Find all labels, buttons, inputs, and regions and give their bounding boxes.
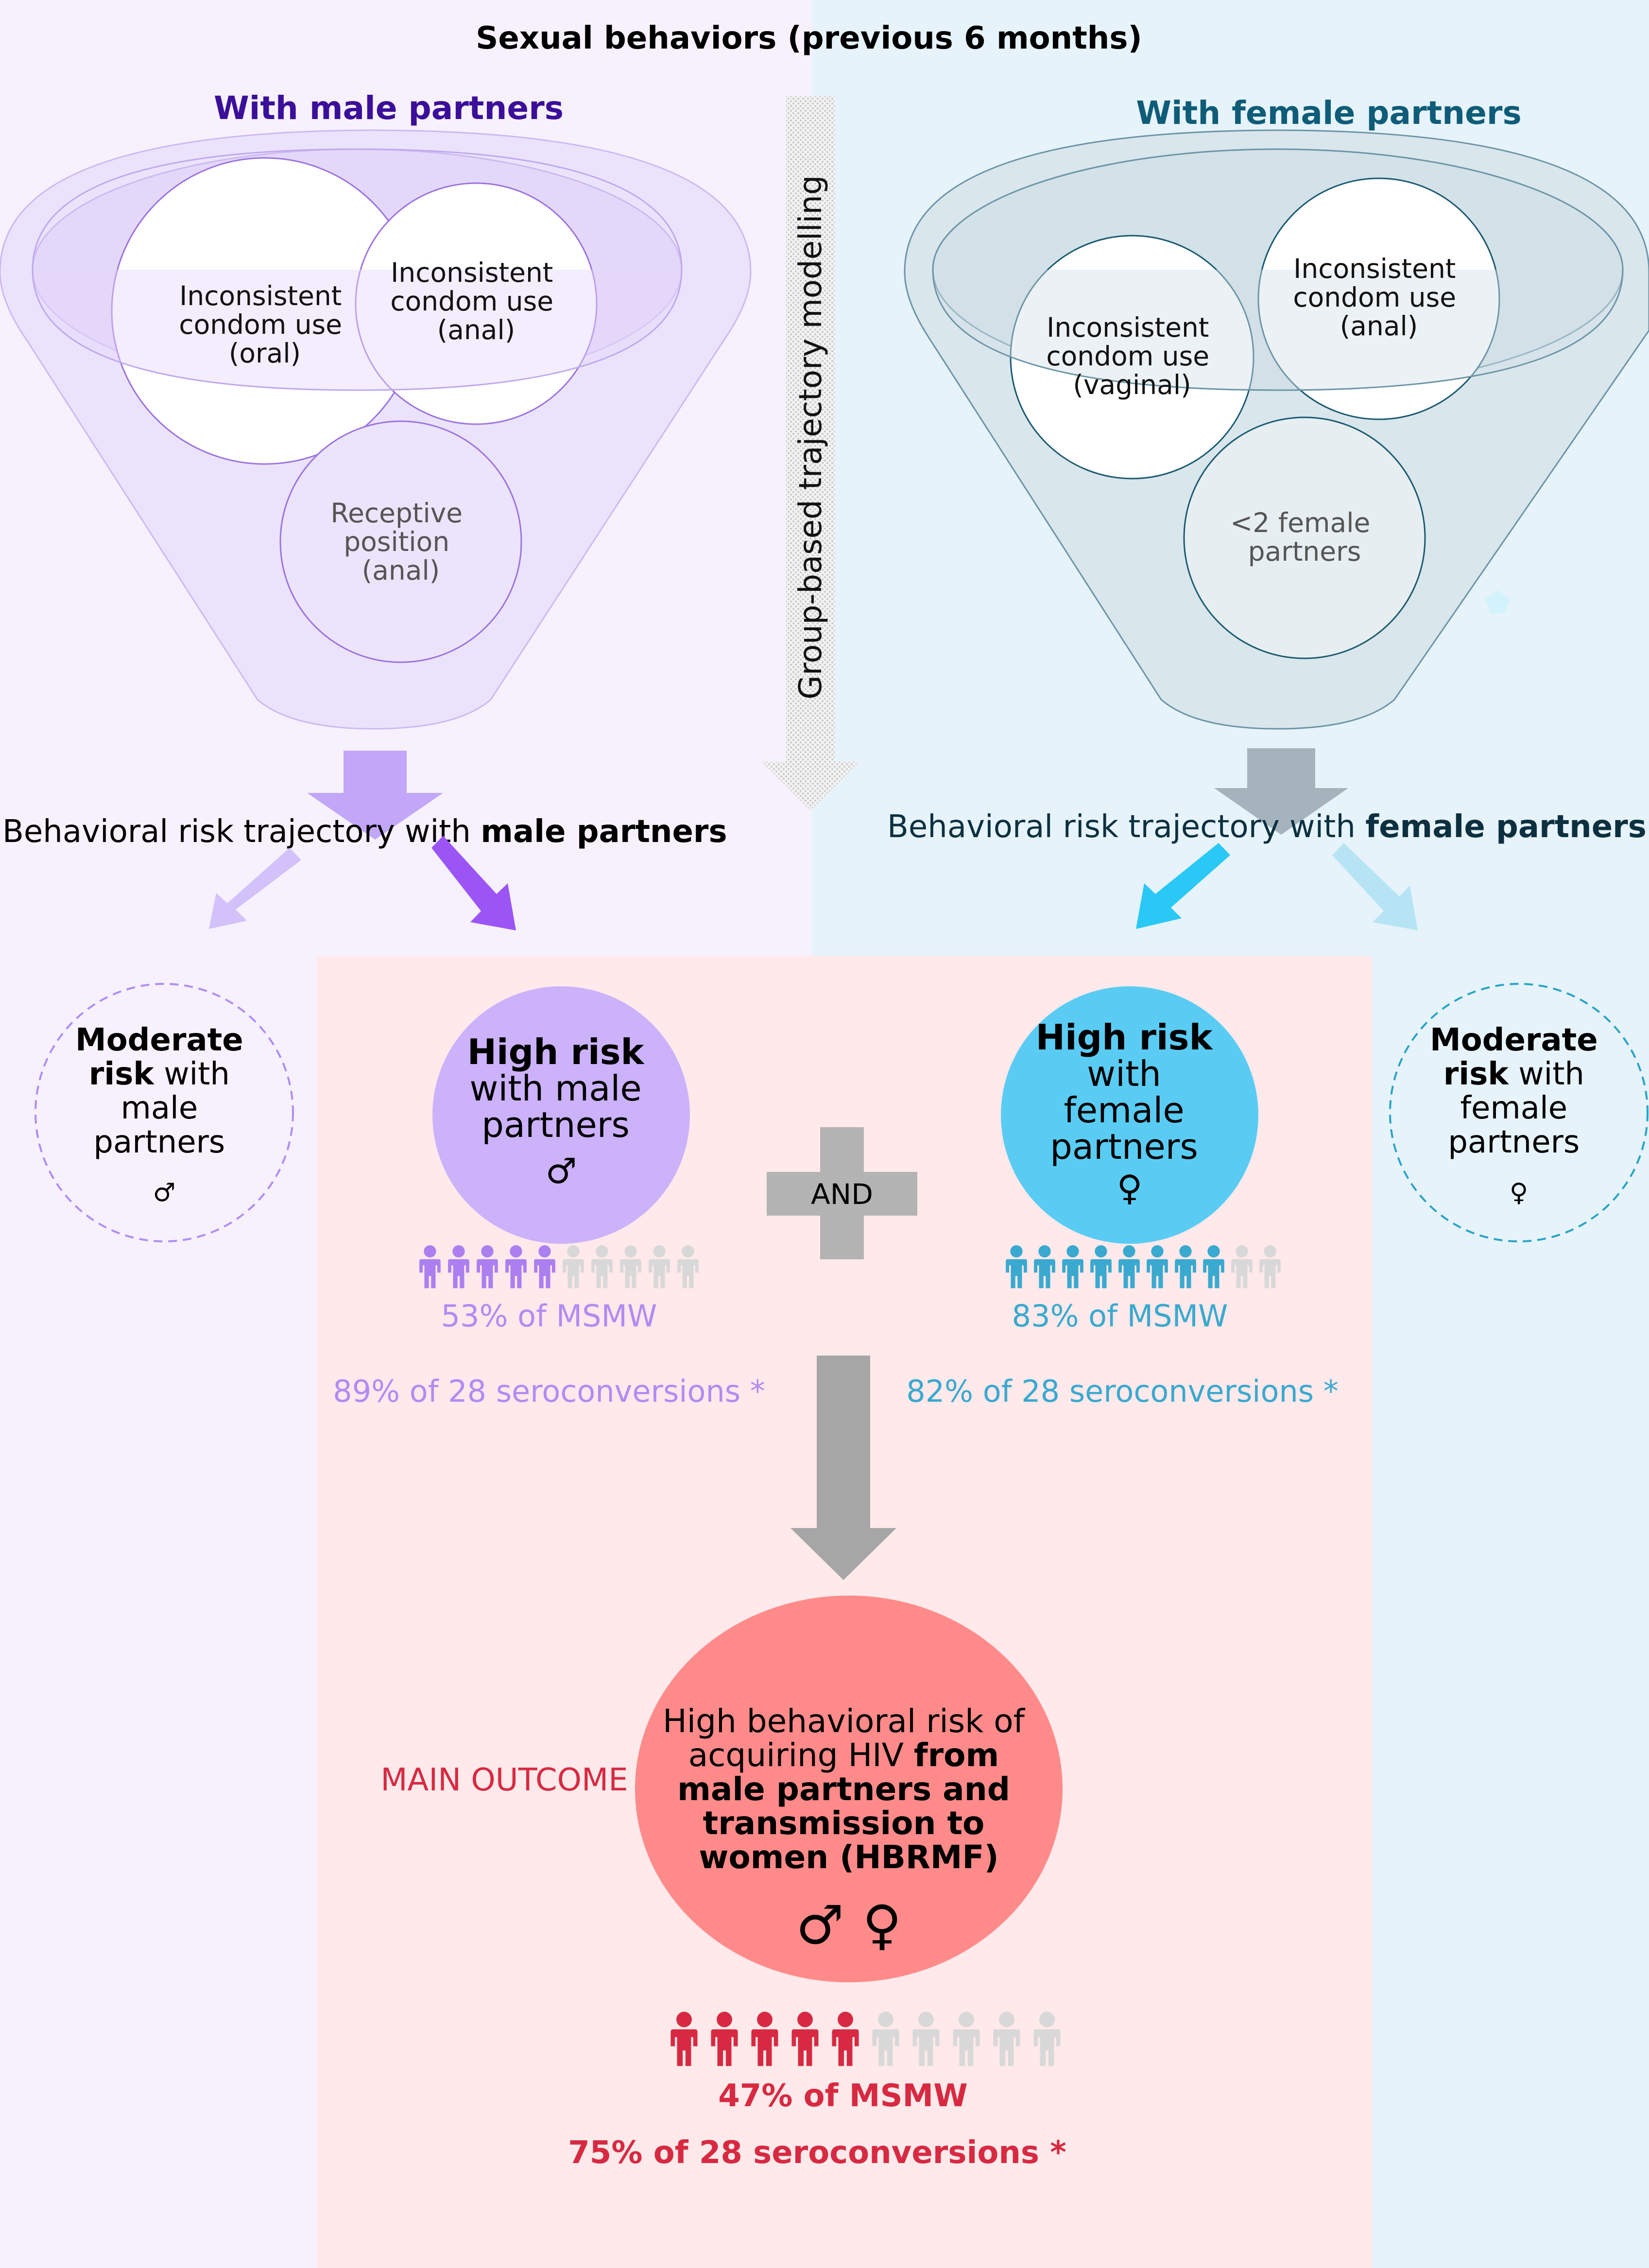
female-funnel-rim	[932, 269, 1624, 391]
female-moderate-text: Moderate risk with female partners ♀	[1430, 1022, 1608, 1207]
male-moderate-text: Moderate risk with male partners ♂	[75, 1022, 253, 1207]
female-high-arrow	[1136, 843, 1230, 929]
decorative-pentagon	[1485, 590, 1510, 613]
outcome-down-arrow	[790, 1356, 896, 1580]
male-circle-anal-text: Inconsistent condom use (anal)	[390, 257, 562, 345]
female-moderate-arrow	[1332, 843, 1418, 930]
female-pct-seroconversions: 82% of 28 seroconversions *	[906, 1374, 1339, 1409]
male-moderate-circle	[34, 983, 294, 1242]
and-label: AND	[811, 1178, 873, 1211]
female-high-risk-text: High risk with female partners ♀	[1036, 1017, 1224, 1208]
male-circle-oral-text: Inconsistent condom use (oral)	[179, 280, 350, 369]
female-heading: With female partners	[1136, 94, 1522, 132]
male-pct-msmw: 53% of MSMW	[441, 1298, 657, 1334]
modelling-label: Group-based trajectory modelling	[793, 175, 829, 699]
outcome-pct-msmw: 47% of MSMW	[718, 2078, 968, 2114]
main-outcome-label: MAIN OUTCOME	[380, 1762, 628, 1798]
male-pct-seroconversions: 89% of 28 seroconversions *	[333, 1374, 765, 1409]
male-high-arrow	[431, 836, 516, 930]
male-moderate-arrow	[209, 848, 301, 929]
female-circle-partners	[1183, 416, 1426, 659]
male-circle-receptive	[279, 420, 522, 663]
male-circle-anal	[355, 182, 598, 425]
male-circle-receptive-text: Receptive position (anal)	[330, 498, 471, 586]
female-circle-anal	[1257, 177, 1500, 420]
female-pct-msmw: 83% of MSMW	[1012, 1298, 1228, 1334]
male-high-risk-circle	[432, 986, 690, 1244]
male-high-risk-text: High risk with male partners ♂	[467, 1031, 655, 1191]
female-circle-vaginal-text: Inconsistent condom use (vaginal)	[1046, 312, 1218, 400]
female-circle-anal-text: Inconsistent condom use (anal)	[1293, 253, 1464, 342]
female-down-arrow	[1214, 748, 1348, 835]
outcome-text: High behavioral risk of acquiring HIV fr…	[663, 1702, 1035, 1876]
page-title: Sexual behaviors (previous 6 months)	[476, 20, 1142, 56]
outcome-ellipse	[635, 1596, 1063, 1982]
and-plus-sign	[767, 1127, 917, 1259]
female-trajectory-label: Behavioral risk trajectory with female p…	[887, 809, 1647, 845]
female-moderate-circle	[1389, 983, 1649, 1242]
male-funnel-rim	[32, 148, 683, 270]
modelling-arrow	[762, 96, 859, 810]
male-down-arrow	[307, 751, 443, 840]
outcome-pct-seroconversions: 75% of 28 seroconversions *	[568, 2135, 1066, 2171]
female-high-risk-circle	[1001, 986, 1258, 1244]
male-trajectory-label: Behavioral risk trajectory with male par…	[2, 814, 727, 850]
female-circle-partners-text: <2 female partners	[1230, 507, 1379, 567]
male-heading: With male partners	[214, 89, 564, 127]
outcome-gender-symbols: ♂ ♀	[796, 1894, 901, 1956]
